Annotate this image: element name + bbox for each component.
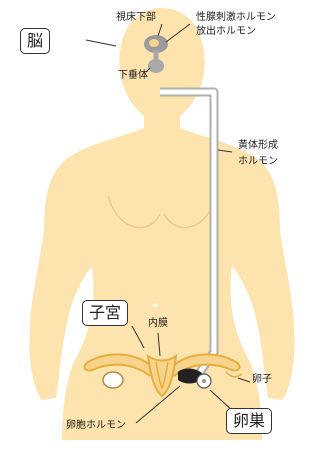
brain-label: 脳	[20, 28, 50, 54]
gnrh-label-line1: 性腺刺激ホルモン	[196, 12, 276, 24]
endometrium-label: 内膜	[148, 318, 168, 330]
estrogen-label: 卵胞ホルモン	[66, 420, 126, 432]
ovary-label: 卵巣	[226, 408, 272, 434]
egg-label: 卵子	[252, 374, 272, 386]
left-ovary	[103, 372, 123, 388]
gnrh-label-line2: 放出ホルモン	[196, 26, 256, 38]
pituitary-shape	[148, 59, 164, 73]
pituitary-label: 下垂体	[118, 70, 148, 82]
lh-label-line1: 黄体形成	[238, 140, 278, 152]
uterus-label: 子宮	[82, 300, 128, 326]
lh-label-line2: ホルモン	[238, 156, 278, 168]
hypothalamus-label: 視床下部	[116, 12, 156, 24]
